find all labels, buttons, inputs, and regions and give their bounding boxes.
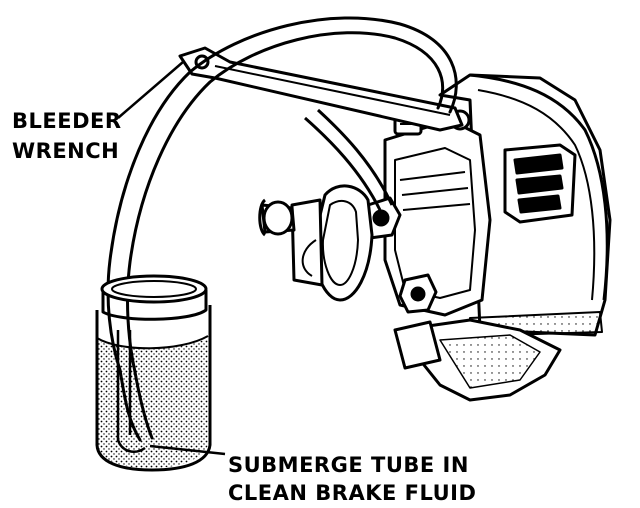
- bleeder-wrench: [178, 46, 464, 132]
- brake-caliper-assembly: [360, 73, 612, 402]
- fluid-jar: [95, 274, 212, 472]
- label-clean-brake-fluid: CLEAN BRAKE FLUID: [228, 481, 476, 505]
- boot-ring: [290, 198, 324, 287]
- label-bleeder: BLEEDER: [12, 109, 122, 133]
- piston-boot-assembly: [258, 184, 374, 302]
- caliper-face: [394, 147, 476, 299]
- rotor-rim: [469, 73, 609, 301]
- brake-fluid: [96, 338, 210, 468]
- leader-submerge-tube: [149, 444, 226, 456]
- vent-slot-block: [503, 143, 577, 224]
- rotor-inner-rim: [477, 89, 596, 301]
- label-wrench: WRENCH: [12, 139, 119, 163]
- callout-labels: BLEEDER WRENCH SUBMERGE TUBE IN CLEAN BR…: [12, 109, 476, 505]
- label-submerge-tube: SUBMERGE TUBE IN: [228, 453, 469, 477]
- leader-lines: [117, 61, 226, 456]
- caliper-lower-fitting: [398, 273, 438, 314]
- leader-bleeder-wrench: [117, 61, 184, 119]
- caliper-hose: [304, 116, 382, 211]
